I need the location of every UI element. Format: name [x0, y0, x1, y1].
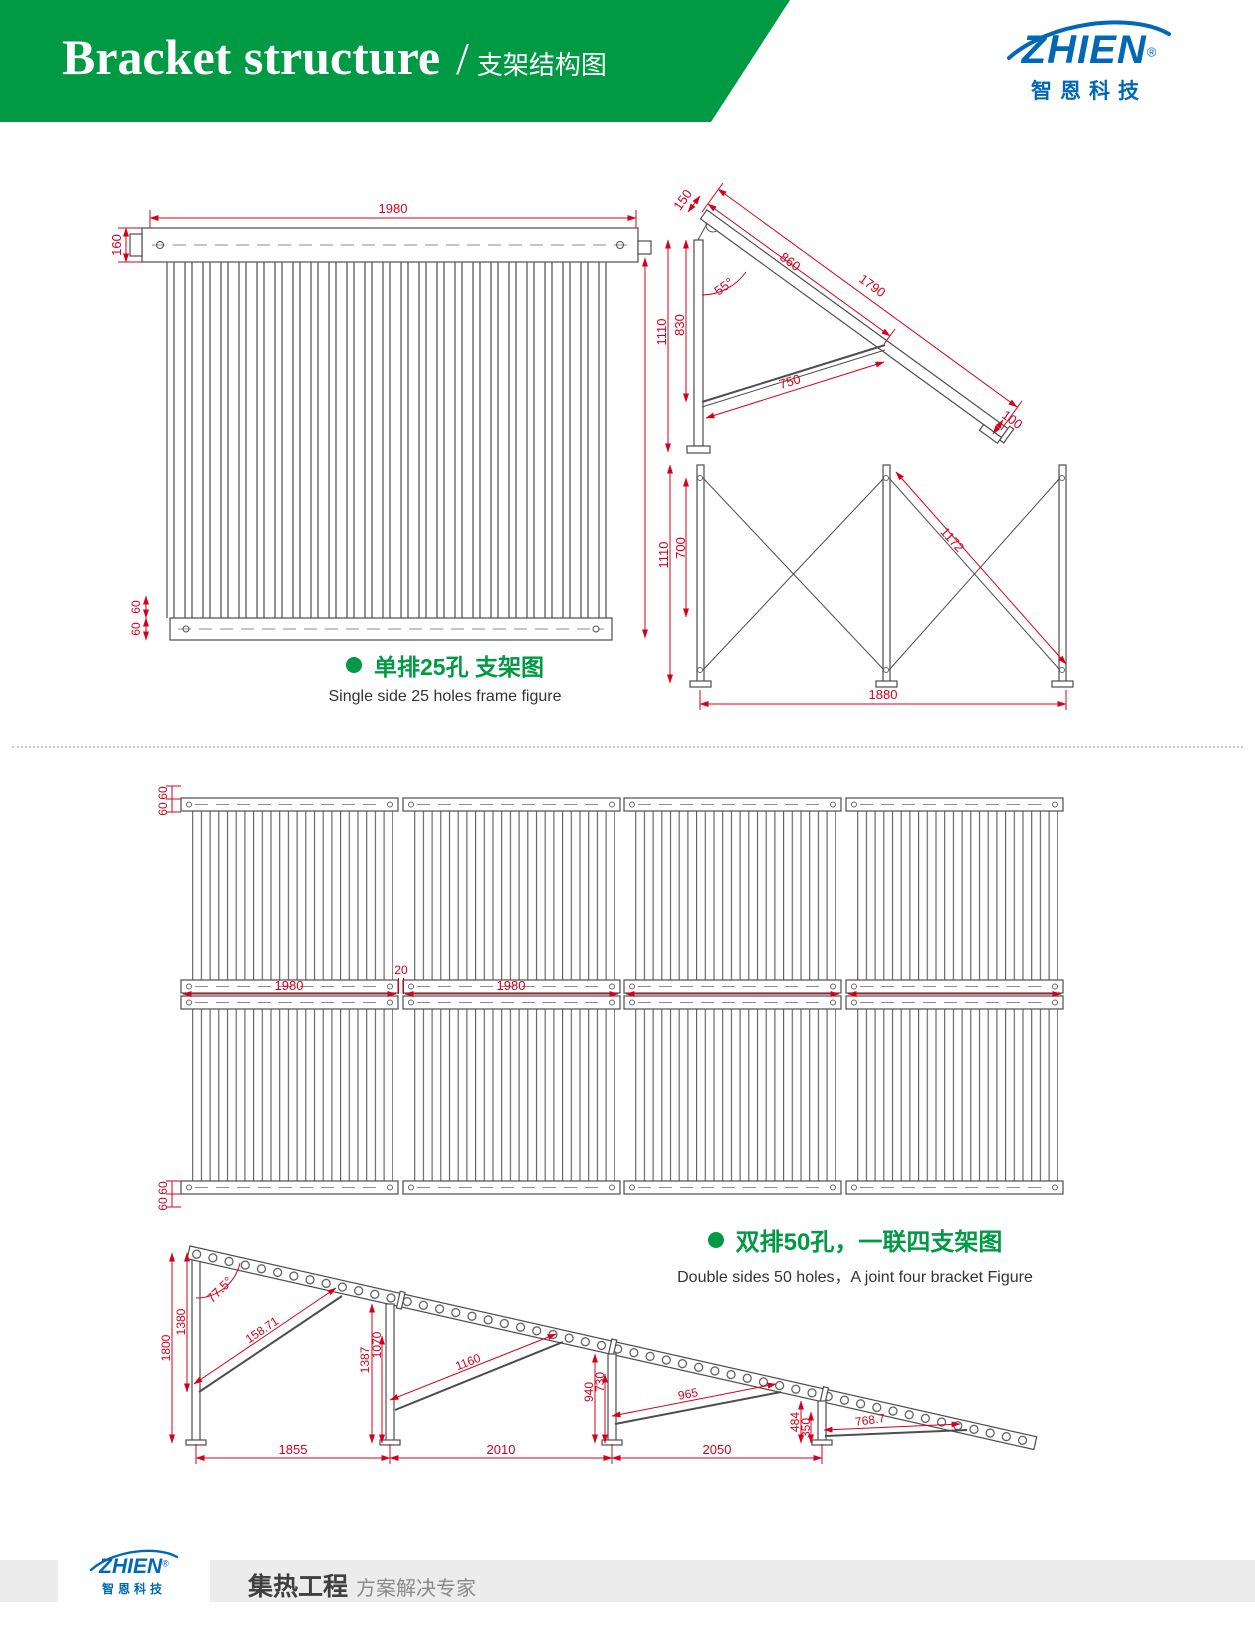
tube-array — [164, 262, 614, 618]
dim-brace4: 768.7 — [854, 1411, 886, 1429]
dim-post1-total: 1800 — [159, 1334, 173, 1361]
hole-beam — [186, 1245, 1038, 1451]
title-separator: / — [456, 33, 469, 84]
double-caption: 双排50孔，一联四支架图 Double sides 50 holes，A joi… — [640, 1222, 1070, 1287]
dim-rear-total: 1110 — [656, 542, 671, 569]
dim-dbl-angle: 77.5° — [204, 1274, 236, 1306]
dim-grid-width-2: 1980 — [497, 978, 526, 993]
dim-brace2: 1160 — [453, 1351, 482, 1373]
dim-grid-bottom-a: 60 — [156, 1181, 170, 1195]
main-post — [191, 1252, 201, 1444]
dim-post1-upper: 1380 — [174, 1308, 188, 1335]
dim-front-width: 1980 — [379, 201, 408, 216]
dim-post-upper: 830 — [672, 314, 687, 336]
single-rear-view: 1110 700 1172 1880 — [656, 464, 1074, 710]
dim-grid-width-1: 1980 — [275, 978, 304, 993]
dim-post-total: 1110 — [654, 319, 669, 346]
dim-manifold-height: 160 — [109, 234, 124, 256]
dim-base3: 2050 — [703, 1442, 732, 1457]
single-front-view: 1980 160 60 60 — [109, 201, 652, 641]
sloped-beam — [699, 209, 1015, 445]
bullet-icon — [707, 1231, 724, 1248]
brand-subtitle: 智恩科技 — [1031, 80, 1147, 103]
header-banner: Bracket structure / 支架结构图 — [0, 0, 790, 122]
page-title-en: Bracket structure — [62, 29, 441, 85]
bullet-icon — [346, 657, 362, 673]
dim-leg3-outer: 940 — [582, 1382, 596, 1402]
single-caption-en: Single side 25 holes frame figure — [328, 688, 562, 705]
dim-leg2-outer: 1387 — [358, 1346, 372, 1373]
dim-leg3-inner: 730 — [593, 1372, 607, 1392]
dim-rear-base: 1880 — [869, 687, 898, 702]
page-title-zh: 支架结构图 — [476, 50, 607, 80]
dim-top-offset: 150 — [670, 187, 695, 213]
dim-angle: 55° — [711, 275, 736, 299]
dim-leg4-outer: 484 — [788, 1412, 802, 1432]
dim-leg4-inner: 350 — [799, 1418, 813, 1438]
dim-base2: 2010 — [487, 1442, 516, 1457]
dim-beam-total: 1790 — [856, 271, 888, 300]
double-caption-en: Double sides 50 holes，A joint four brack… — [677, 1269, 1033, 1286]
footer-logo: ZHIEN® 智恩科技 — [58, 1544, 210, 1608]
footer-tagline-strong: 集热工程 — [248, 1573, 349, 1601]
footer-brand-name: ZHIEN — [99, 1555, 163, 1578]
single-caption: 单排25孔 支架图 Single side 25 holes frame fig… — [280, 648, 610, 706]
footer-tagline: 集热工程方案解决专家 — [248, 1567, 476, 1603]
single-caption-zh: 单排25孔 支架图 — [374, 654, 544, 680]
dim-bottom-b: 60 — [129, 622, 143, 636]
footer-tagline-rest: 方案解决专家 — [356, 1578, 477, 1600]
double-grid-view: 60 60 1980 1980 20 60 60 — [156, 785, 1064, 1211]
dim-rear-span: 700 — [673, 537, 688, 559]
footer-registered-mark: ® — [162, 1558, 169, 1569]
footer-brand-subtitle: 智恩科技 — [101, 1582, 166, 1596]
dim-brace3: 965 — [677, 1385, 700, 1403]
double-caption-zh: 双排50孔，一联四支架图 — [735, 1229, 1003, 1256]
dim-brace: 750 — [777, 371, 802, 392]
dim-grid-top-a: 60 — [156, 786, 170, 800]
dim-grid-top-b: 60 — [156, 802, 170, 816]
dim-rear-diagonal: 1172 — [937, 524, 967, 555]
section-divider — [12, 746, 1243, 748]
dim-base1: 1855 — [279, 1442, 308, 1457]
dim-grid-bottom-b: 60 — [156, 1197, 170, 1211]
rear-post — [693, 239, 704, 447]
single-side-view: 150 860 1790 55° 830 1110 750 100 — [654, 182, 1025, 454]
dim-leg2-inner: 1070 — [370, 1331, 384, 1358]
dim-grid-gap: 20 — [394, 963, 408, 977]
dim-bottom-a: 60 — [129, 600, 143, 614]
